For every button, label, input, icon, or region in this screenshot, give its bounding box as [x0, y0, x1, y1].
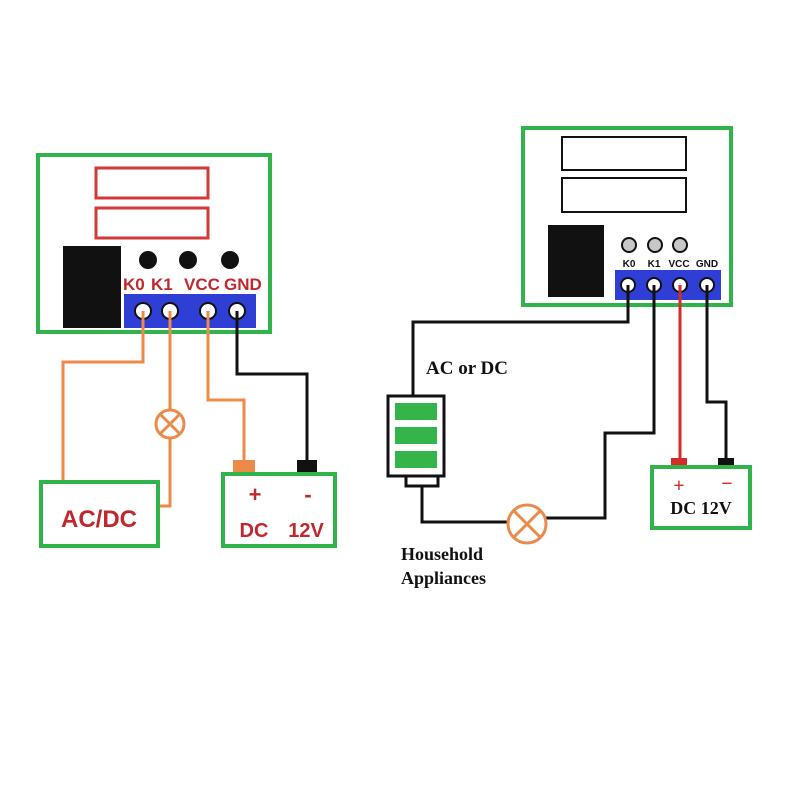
left-supply-connector-minus: [297, 460, 317, 474]
right-source-label: AC or DC: [426, 358, 508, 379]
left-button: [179, 251, 197, 269]
right-wire-source-to-lamp: [420, 486, 508, 524]
left-lamp-icon: [154, 408, 186, 440]
right-lamp-icon: [506, 503, 548, 545]
left-wire-gnd: [235, 311, 309, 464]
right-wire-k0: [411, 285, 630, 396]
left-supply-plus: +: [249, 482, 262, 507]
right-supply-connector-minus: [718, 458, 734, 468]
left-wire-k1-to-source: [158, 438, 172, 508]
left-pin-label-vcc: VCC: [184, 275, 220, 294]
right-supply-connector-plus: [671, 458, 687, 468]
left-wire-k0: [61, 311, 145, 482]
left-relay: [63, 246, 121, 328]
right-display-upper: [561, 136, 687, 171]
right-supply-minus: −: [721, 473, 732, 495]
right-load-label-line2: Appliances: [401, 568, 486, 588]
right-supply-plus: +: [673, 475, 684, 497]
right-wire-k1: [546, 285, 656, 520]
left-supply-dc: DC: [240, 520, 269, 542]
left-button: [221, 251, 239, 269]
left-source-box: [39, 480, 160, 548]
left-pin-label-k1: K1: [151, 275, 173, 294]
left-supply-connector-plus: [233, 460, 255, 474]
left-button: [139, 251, 157, 269]
right-pin-label-gnd: GND: [696, 259, 718, 270]
left-wire-vcc: [206, 311, 246, 464]
right-pin-label-k0: K0: [623, 259, 636, 270]
left-source-label: AC/DC: [61, 506, 137, 533]
left-pin-label-gnd: GND: [224, 275, 262, 294]
left-display-lower: [94, 206, 210, 240]
right-relay: [548, 225, 604, 297]
right-display-lower: [561, 177, 687, 213]
left-supply-minus: -: [304, 482, 311, 507]
right-supply-label: DC 12V: [670, 498, 732, 518]
left-supply-box: [221, 472, 337, 548]
left-pin-label-k0: K0: [123, 275, 145, 294]
right-supply-box: [650, 465, 752, 530]
left-display-upper: [94, 166, 210, 200]
left-wiring-diagram: K0 K1 VCC GND AC/DC + -: [36, 153, 337, 548]
right-load-label-line1: Household: [401, 544, 483, 564]
right-buttons: [621, 237, 688, 253]
right-pin-label-vcc: VCC: [668, 259, 689, 270]
right-wire-gnd: [705, 285, 728, 462]
right-pin-label-k1: K1: [648, 259, 661, 270]
right-wiring-diagram: K0 K1 VCC GND AC or DC: [386, 126, 752, 588]
left-supply-volts: 12V: [288, 520, 324, 542]
right-battery-icon: [386, 394, 446, 488]
